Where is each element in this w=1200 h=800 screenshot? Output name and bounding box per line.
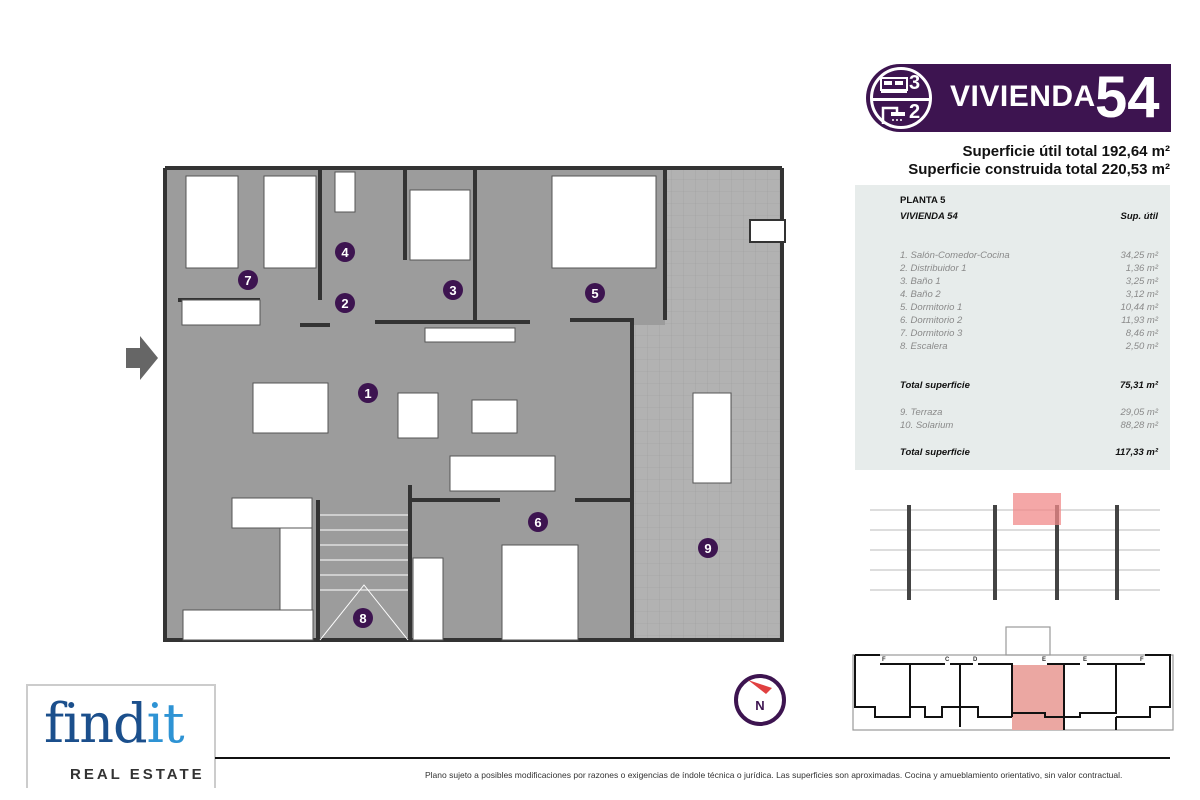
room-marker-9: 9 [698, 538, 718, 558]
keyplan-label: D [973, 657, 978, 663]
room-marker-2: 2 [335, 293, 355, 313]
room-marker-4: 4 [335, 242, 355, 262]
logo-it: it [146, 692, 185, 755]
table-row: 7. Dormitorio 3 8,46 m² [900, 328, 1158, 339]
room-name: 3. Baño 1 [900, 276, 941, 287]
table-row: 4. Baño 2 3,12 m² [900, 289, 1158, 300]
room-number: 7 [244, 273, 251, 288]
shower-icon [881, 106, 905, 124]
entrance-arrow-icon [126, 336, 158, 380]
floor-label: PLANTA 5 [900, 195, 1158, 206]
room-area: 3,25 m² [1125, 276, 1158, 287]
room-name: 10. Solarium [900, 420, 954, 431]
rooms-badge: 3 2 [870, 67, 932, 129]
unit-label: VIVIENDA 54 [900, 211, 958, 222]
room-marker-3: 3 [443, 280, 463, 300]
room-number: 1 [364, 386, 371, 401]
room-number: 6 [534, 515, 541, 530]
logo-find: find [44, 692, 148, 755]
room-area: 8,46 m² [1125, 328, 1158, 339]
total-label: Total superficie [900, 380, 970, 391]
room-name: 9. Terraza [900, 407, 943, 418]
disclaimer: Plano sujeto a posibles modificaciones p… [425, 770, 1123, 780]
room-number: 4 [341, 245, 349, 260]
table-row: 6. Dormitorio 2 11,93 m² [900, 315, 1158, 326]
room-number: 3 [449, 283, 456, 298]
superficie-util: Superficie útil total 192,64 m² [962, 143, 1170, 160]
room-number: 9 [704, 541, 711, 556]
bathroom-count: 2 [909, 101, 921, 123]
logo-tagline: REAL ESTATE [70, 766, 205, 783]
keyplan-label: E [1083, 657, 1087, 663]
bed-icon [880, 77, 908, 93]
room-name: 8. Escalera [900, 341, 948, 352]
table-row: 2. Distribuidor 1 1,36 m² [900, 263, 1158, 274]
room-name: 5. Dormitorio 1 [900, 302, 963, 313]
table-row: 8. Escalera 2,50 m² [900, 341, 1158, 352]
total-value: 75,31 m² [1119, 380, 1158, 391]
total-row: Total superficie 75,31 m² [900, 380, 1158, 391]
total-label: Total superficie [900, 447, 970, 458]
superficie-construida: Superficie construida total 220,53 m² [908, 161, 1170, 178]
table-row: 5. Dormitorio 1 10,44 m² [900, 302, 1158, 313]
bedroom-count: 3 [909, 72, 921, 94]
room-number: 2 [341, 296, 348, 311]
table-row: 3. Baño 1 3,25 m² [900, 276, 1158, 287]
compass-icon: N [734, 674, 786, 726]
keyplan-label: C [945, 657, 950, 663]
table-row: 1. Salón-Comedor-Cocina 34,25 m² [900, 250, 1158, 261]
table-row: 9. Terraza 29,05 m² [900, 407, 1158, 418]
room-area: 29,05 m² [1120, 407, 1159, 418]
room-marker-1: 1 [358, 383, 378, 403]
findit-logo: findit REAL ESTATE [26, 684, 216, 788]
footer-divider [215, 757, 1170, 759]
total-row: Total superficie 117,33 m² [900, 447, 1158, 458]
col-header: Sup. útil [1120, 211, 1158, 222]
room-area: 10,44 m² [1120, 302, 1159, 313]
table-header: VIVIENDA 54 Sup. útil [900, 211, 1158, 222]
total-value: 117,33 m² [1115, 447, 1158, 458]
room-area: 88,28 m² [1120, 420, 1159, 431]
room-name: 1. Salón-Comedor-Cocina [900, 250, 1010, 261]
room-area: 2,50 m² [1125, 341, 1158, 352]
floor-text: PLANTA 5 [900, 195, 946, 206]
floor-plan: 1 2 3 4 5 6 7 8 9 N [126, 166, 786, 726]
keyplan-label: F [1140, 657, 1144, 663]
building-elevation [870, 493, 1160, 600]
room-name: 6. Dormitorio 2 [900, 315, 963, 326]
unit-title-word: VIVIENDA [950, 80, 1096, 113]
room-marker-7: 7 [238, 270, 258, 290]
room-area: 34,25 m² [1120, 250, 1159, 261]
table-row: 10. Solarium 88,28 m² [900, 420, 1158, 431]
room-area: 11,93 m² [1121, 315, 1158, 326]
room-number: 8 [359, 611, 366, 626]
compass-label: N [755, 698, 764, 713]
unit-highlight [1012, 665, 1064, 730]
unit-number: 54 [1095, 65, 1160, 130]
keyplan-label: F [882, 657, 886, 663]
key-plan: F C D E E F [852, 626, 1174, 731]
room-area: 3,12 m² [1125, 289, 1158, 300]
keyplan-label: E [1042, 657, 1046, 663]
room-marker-5: 5 [585, 283, 605, 303]
room-area: 1,36 m² [1125, 263, 1158, 274]
room-name: 4. Baño 2 [900, 289, 941, 300]
room-number: 5 [591, 286, 598, 301]
logo-wordmark: findit [44, 692, 185, 755]
area-table: PLANTA 5 VIVIENDA 54 Sup. útil 1. Salón-C… [855, 185, 1170, 470]
room-marker-8: 8 [353, 608, 373, 628]
room-name: 2. Distribuidor 1 [900, 263, 967, 274]
room-marker-6: 6 [528, 512, 548, 532]
unit-highlight [1013, 493, 1061, 525]
room-name: 7. Dormitorio 3 [900, 328, 963, 339]
